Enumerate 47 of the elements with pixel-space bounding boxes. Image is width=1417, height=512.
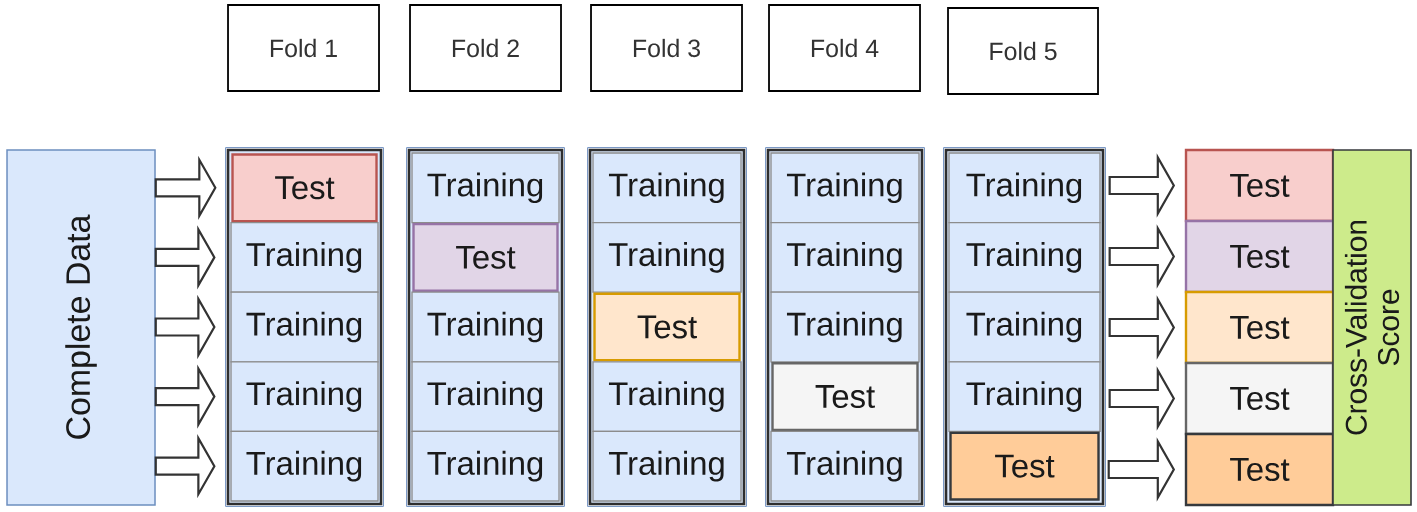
test-cell: Test [412, 222, 559, 292]
test-cell: Test [231, 153, 378, 223]
training-cell: Training [770, 221, 920, 293]
training-cell: Training [592, 221, 742, 293]
fold-box: Fold 4 [768, 4, 921, 92]
test-cell: Test [593, 292, 741, 362]
test-cell: Test [771, 362, 919, 432]
block-arrow [154, 225, 216, 290]
test-cell: Test [1184, 219, 1335, 294]
block-arrow [1108, 295, 1176, 360]
training-cell: Training [230, 221, 379, 293]
test-cell: Test [949, 431, 1100, 501]
test-cell: Test [1184, 432, 1335, 507]
training-cell: Training [230, 361, 379, 433]
block-arrow [154, 155, 217, 220]
test-cell: Test [1184, 290, 1335, 365]
training-cell: Training [592, 152, 742, 224]
test-cell: Test [1184, 148, 1335, 223]
training-cell: Training [948, 291, 1101, 363]
block-arrow [154, 434, 216, 499]
training-cell: Training [411, 430, 560, 502]
test-cell: Test [1184, 361, 1335, 436]
block-arrow [154, 364, 216, 429]
block-arrow [1108, 153, 1176, 218]
training-cell: Training [411, 361, 560, 433]
training-cell: Training [592, 361, 742, 433]
block-arrow [154, 294, 216, 360]
training-cell: Training [411, 291, 560, 363]
training-cell: Training [948, 361, 1101, 433]
training-cell: Training [411, 152, 560, 224]
block-arrow [1108, 366, 1176, 431]
training-cell: Training [770, 430, 920, 502]
fold-box: Fold 5 [947, 7, 1099, 95]
data-box: Complete Data [6, 149, 156, 506]
training-cell: Training [592, 430, 742, 502]
training-cell: Training [230, 430, 379, 502]
training-cell: Training [230, 291, 379, 363]
training-cell: Training [770, 291, 920, 363]
score-box: Cross-Validation Score [1332, 149, 1412, 506]
fold-box: Fold 1 [227, 4, 380, 92]
fold-box: Fold 2 [409, 4, 562, 92]
training-cell: Training [948, 152, 1101, 224]
block-arrow [1108, 224, 1176, 289]
fold-box: Fold 3 [590, 4, 743, 92]
training-cell: Training [770, 152, 920, 224]
training-cell: Training [948, 221, 1101, 293]
block-arrow [1107, 437, 1176, 502]
